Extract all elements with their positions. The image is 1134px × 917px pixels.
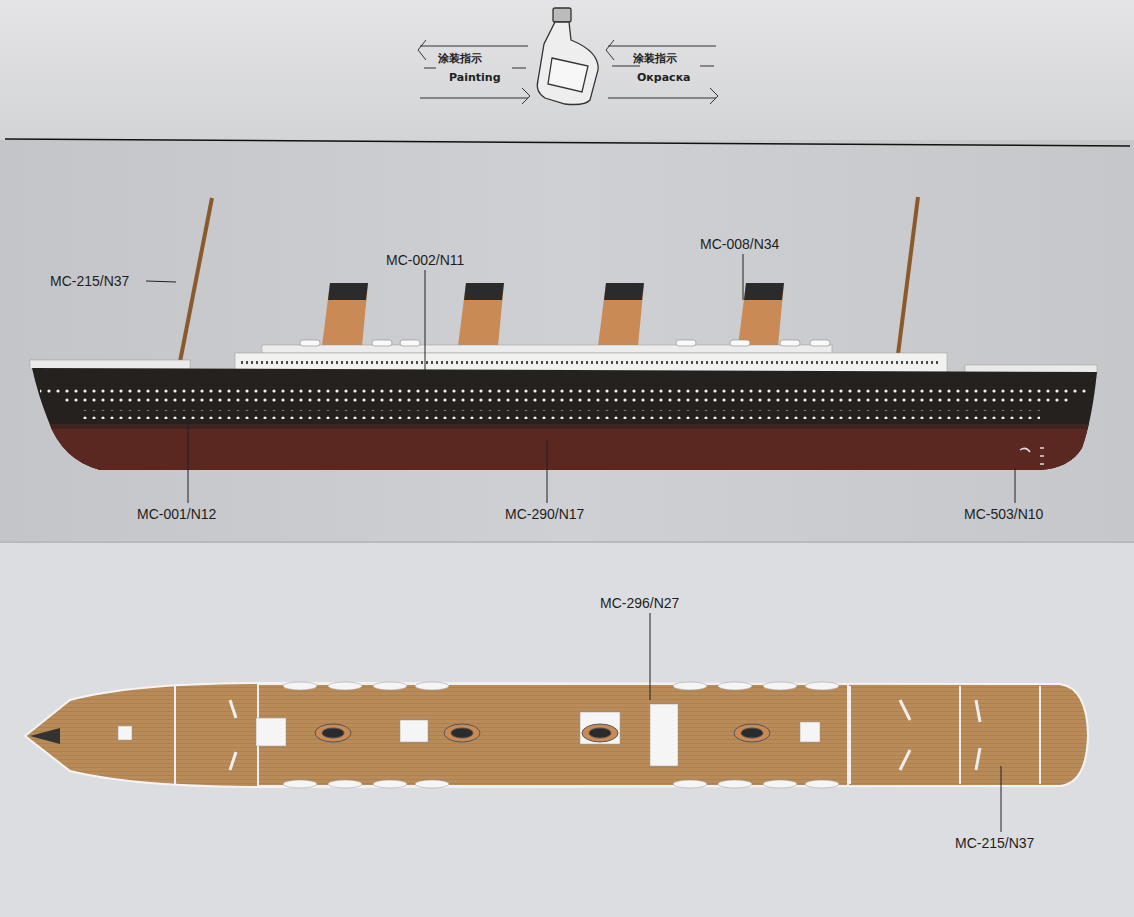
paint-code: MC-215/N37 — [50, 273, 129, 289]
paint-code: MC-215/N37 — [955, 835, 1034, 851]
paint-code: MC-002/N11 — [386, 252, 464, 268]
heading-english: Painting — [449, 71, 501, 84]
heading-chinese: 涂装指示 — [438, 52, 482, 65]
heading-russian: Окраска — [637, 71, 691, 84]
paint-code: MC-008/N34 — [700, 236, 779, 252]
paint-code: MC-296/N27 — [600, 595, 679, 611]
paint-code: MC-503/N10 — [964, 506, 1043, 522]
paint-code: MC-001/N12 — [137, 506, 216, 522]
paint-code: MC-290/N17 — [505, 506, 584, 522]
heading-chinese: 涂装指示 — [633, 52, 677, 65]
